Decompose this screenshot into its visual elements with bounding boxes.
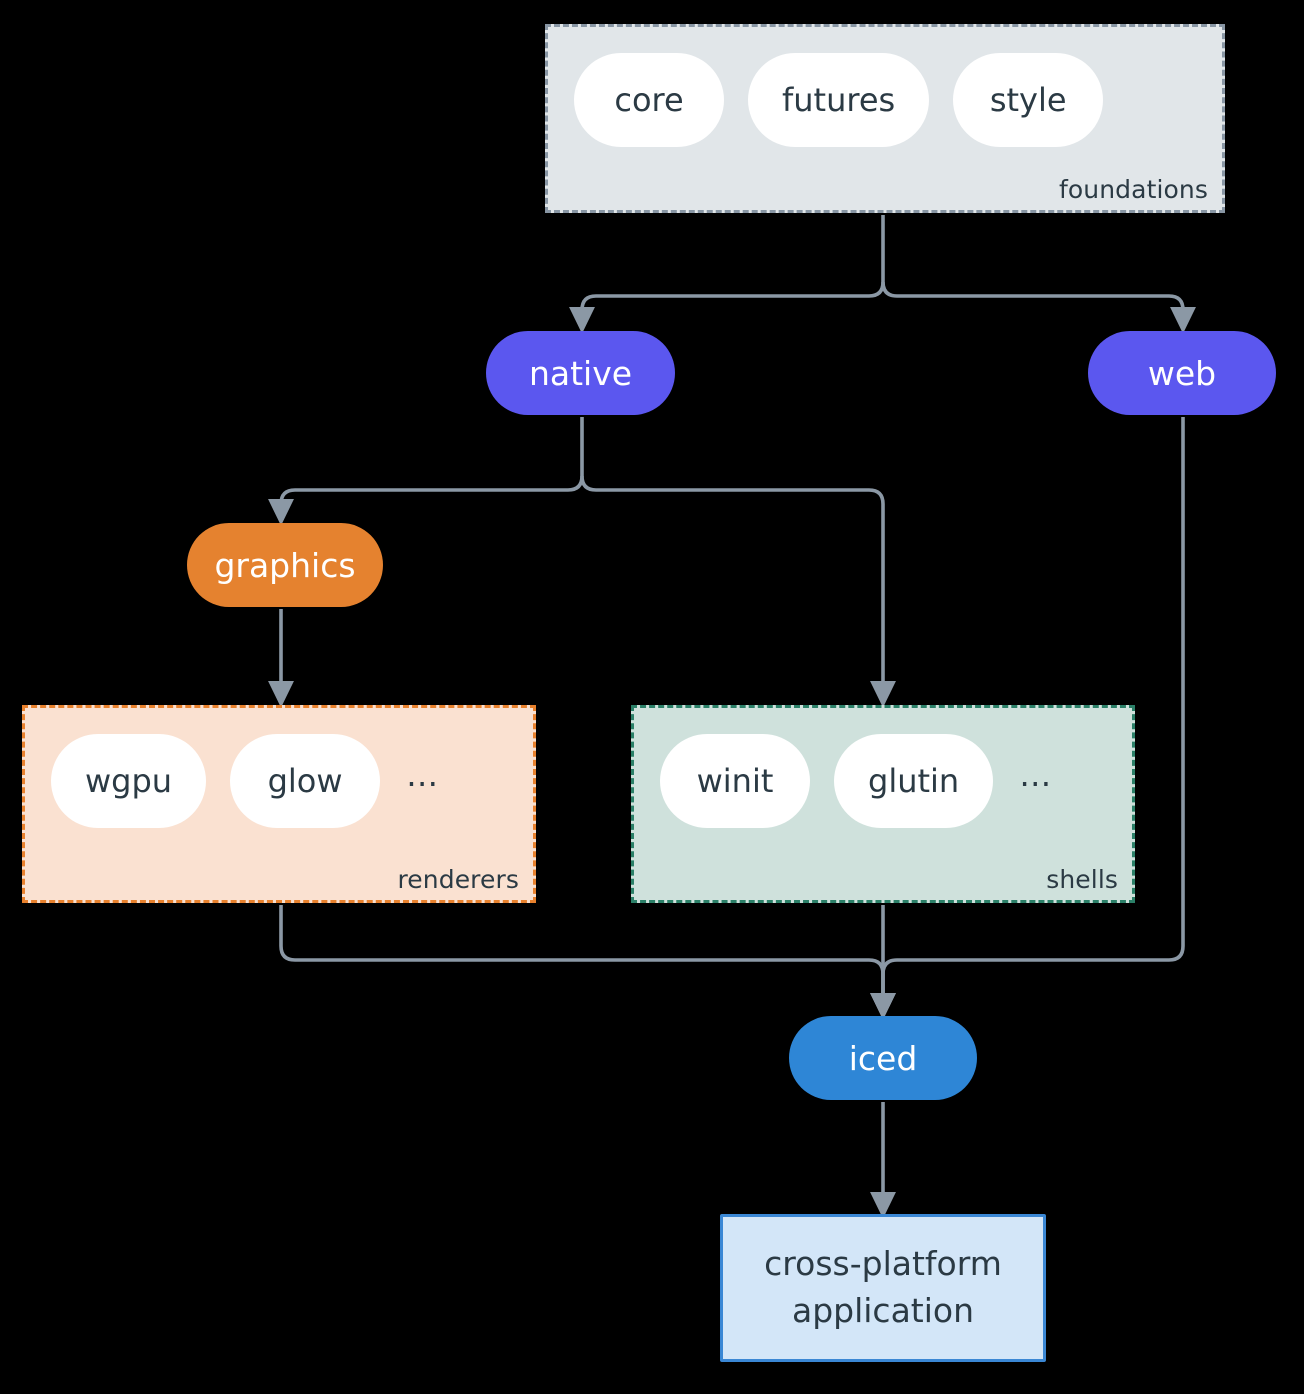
cluster-shells-items: winit glutin … xyxy=(660,734,1053,828)
application-label-line2: application xyxy=(791,1291,975,1330)
cluster-shells: winit glutin … shells xyxy=(631,705,1135,903)
node-graphics[interactable]: graphics xyxy=(187,523,383,607)
module-style[interactable]: style xyxy=(953,53,1104,147)
cluster-foundations: core futures style foundations xyxy=(545,24,1225,213)
renderers-overflow-ellipsis: … xyxy=(406,756,439,794)
cluster-renderers-items: wgpu glow … xyxy=(51,734,440,828)
edge-renderers-to-iced xyxy=(279,905,896,1020)
edge-web-to-iced xyxy=(870,417,1185,1020)
module-glow[interactable]: glow xyxy=(230,734,381,828)
module-core[interactable]: core xyxy=(574,53,724,147)
cluster-foundations-label: foundations xyxy=(1059,175,1208,204)
cluster-shells-label: shells xyxy=(1046,865,1118,894)
application-label-line1: cross-platform xyxy=(764,1244,1002,1284)
edge-foundations-to-web xyxy=(881,281,1196,334)
node-web[interactable]: web xyxy=(1088,331,1276,415)
module-futures[interactable]: futures xyxy=(748,53,930,147)
edge-foundations-to-native xyxy=(569,215,885,334)
module-glutin[interactable]: glutin xyxy=(834,734,994,828)
module-wgpu[interactable]: wgpu xyxy=(51,734,207,828)
node-cross-platform-application[interactable]: cross-platform application xyxy=(720,1214,1046,1362)
shells-overflow-ellipsis: … xyxy=(1019,756,1052,794)
node-native[interactable]: native xyxy=(486,331,675,415)
edge-native-to-graphics xyxy=(268,417,584,526)
node-iced[interactable]: iced xyxy=(789,1016,977,1100)
cluster-foundations-items: core futures style xyxy=(574,53,1104,147)
edge-native-to-shells xyxy=(580,475,896,708)
cluster-renderers-label: renderers xyxy=(397,865,519,894)
module-winit[interactable]: winit xyxy=(660,734,810,828)
cluster-renderers: wgpu glow … renderers xyxy=(22,705,536,903)
